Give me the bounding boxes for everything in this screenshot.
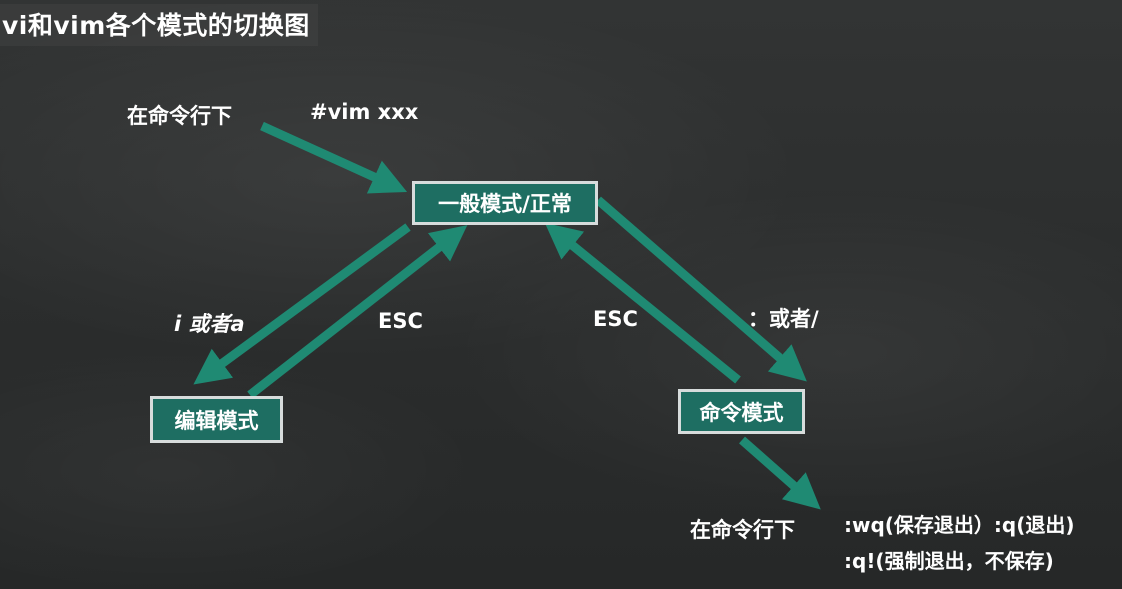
command-esc-label: ESC [593,307,638,331]
arrow-command-to-exit [739,436,821,510]
start-prompt-label: 在命令行下 [127,104,232,128]
arrow-normal-to-command [595,196,807,382]
arrow-start-to-normal [260,121,408,194]
start-command-label: #vim xxx [310,100,419,124]
edit-esc-label: ESC [378,309,423,333]
command-mode-node: 命令模式 [678,389,805,434]
arrow-command-to-normal [544,222,741,384]
to-command-label: ：或者/ [748,307,819,331]
normal-mode-node: 一般模式/正常 [412,181,598,225]
to-edit-label: i 或者a [174,312,245,336]
arrow-edit-to-normal [247,225,468,399]
exit-line-1: :wq(保存退出）:q(退出) [844,513,1075,537]
diagram-title: vi和vim各个模式的切换图 [0,4,318,46]
exit-prompt-label: 在命令行下 [690,518,795,542]
exit-line-2: :q!(强制退出，不保存) [844,549,1054,573]
arrow-normal-to-edit [193,223,411,385]
edit-mode-node: 编辑模式 [150,396,283,443]
